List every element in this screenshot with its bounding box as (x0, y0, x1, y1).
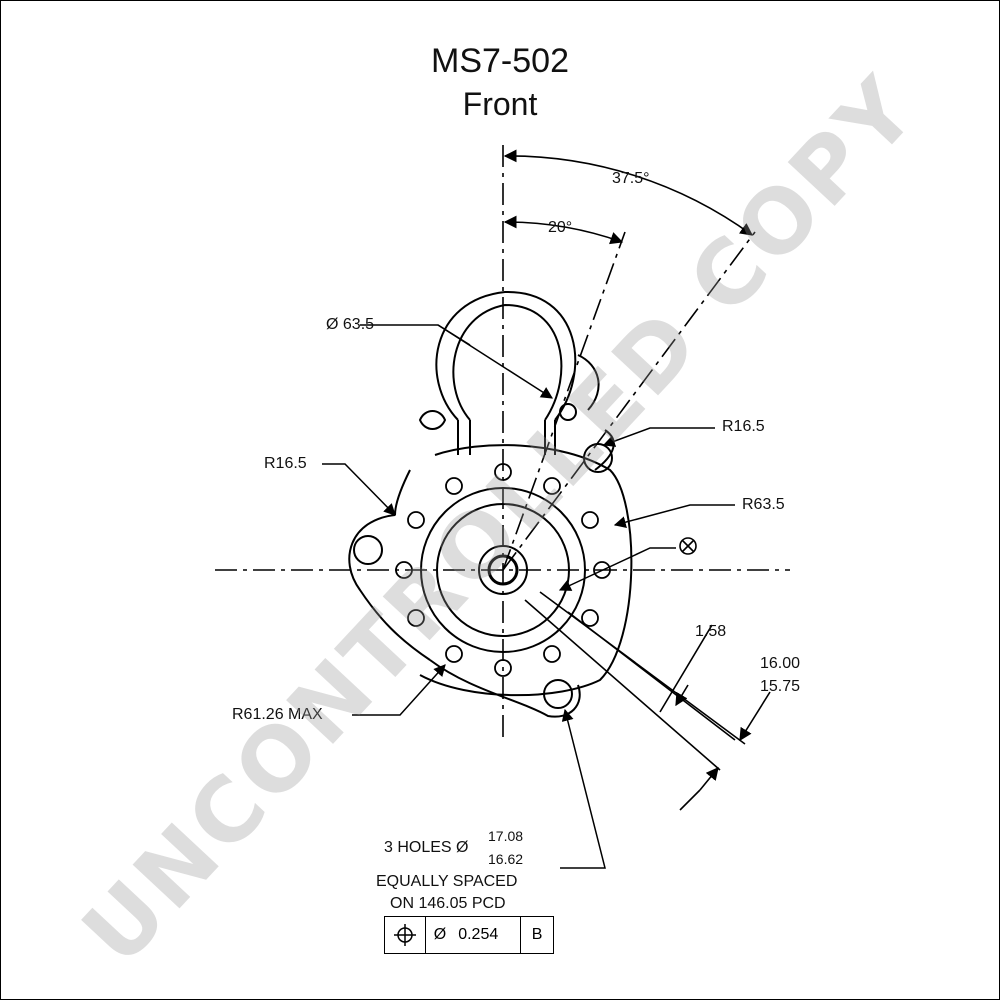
fcf-datum: B (531, 926, 543, 943)
r165-right-leader (602, 427, 715, 447)
position-symbol-icon (385, 917, 426, 953)
datum-symbol (679, 537, 697, 555)
flange-left (348, 514, 431, 661)
fcf-diameter: Ø (433, 926, 447, 943)
drawing-title: MS7-502 (431, 42, 569, 80)
angle-375-arc (503, 149, 754, 236)
datum-leader (558, 547, 676, 591)
left-terminal (418, 410, 447, 430)
shaft (487, 554, 519, 586)
r165-left-leader (322, 463, 396, 516)
flange-top-left (394, 469, 411, 516)
drawing-subtitle: Front (462, 86, 538, 122)
small-holes (395, 463, 611, 677)
dia-635-label: Ø 63.5 (326, 316, 375, 333)
housing-outline (419, 444, 633, 697)
dim-1600 (739, 691, 771, 742)
dim-158-label: 1.58 (695, 623, 727, 640)
r635-label: R63.5 (742, 496, 785, 513)
dim-1600-label: 16.00 (760, 655, 801, 672)
angle-dimensions (503, 149, 754, 245)
angle-375-label: 37.5° (612, 170, 650, 187)
solenoid-terminal (577, 354, 600, 411)
r635-leader (613, 504, 735, 529)
pilot-dimensions (524, 591, 771, 811)
holes-tol-lower: 16.62 (488, 851, 524, 867)
dim-1575-label: 15.75 (760, 678, 801, 695)
ext-line-b (567, 611, 736, 741)
r6126-leader (352, 664, 446, 716)
solenoid-outline (435, 290, 577, 421)
fcf-tolerance: Ø 0.254 (426, 917, 522, 953)
r6126-label: R61.26 MAX (232, 706, 323, 723)
leader-lines (322, 324, 735, 869)
ext-line-c (524, 599, 721, 771)
pilot-inner (436, 503, 570, 637)
angle-20-arc (503, 215, 624, 245)
feature-control-frame: Ø 0.254 B (384, 916, 554, 954)
dim-158 (659, 624, 713, 713)
holes-tol-upper: 17.08 (488, 828, 524, 844)
flange-top-right (594, 429, 615, 471)
holes-leader (560, 708, 606, 869)
fcf-tolerance-value: 0.254 (458, 926, 499, 943)
flange-bottom (429, 659, 581, 718)
shaft-boss (478, 545, 528, 595)
mounting-holes (353, 443, 613, 709)
holes-note-line2: EQUALLY SPACED (376, 873, 518, 890)
r165-right-label: R16.5 (722, 418, 765, 435)
angle-375-line (502, 231, 756, 571)
starter-housing (348, 429, 633, 718)
terminal-nut (559, 403, 577, 421)
holes-note-line1: 3 HOLES Ø (384, 839, 469, 856)
solenoid (418, 290, 600, 455)
angle-20-label: 20° (548, 219, 573, 236)
angle-20-line (502, 231, 626, 571)
pilot-outer (420, 487, 586, 653)
holes-note-line3: ON 146.05 PCD (390, 895, 506, 912)
center-lines (215, 145, 790, 740)
solenoid-inner (452, 303, 563, 421)
r165-left-label: R16.5 (264, 455, 307, 472)
